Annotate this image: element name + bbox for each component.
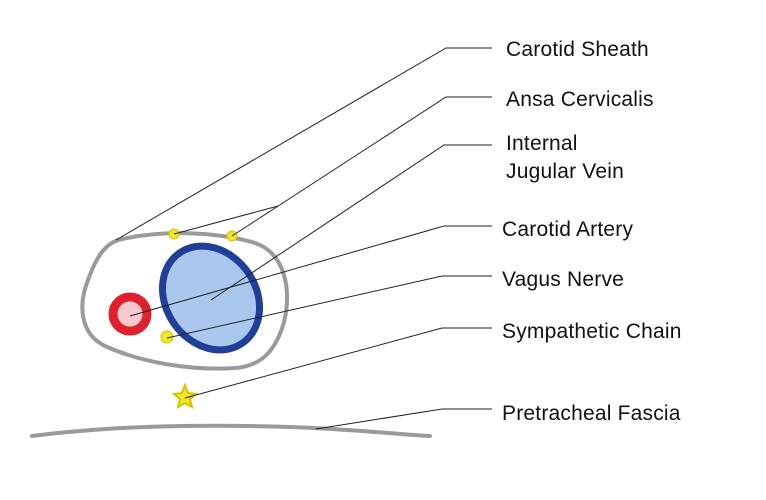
leader-carotid-sheath bbox=[115, 47, 492, 241]
label-internal-jugular-vein-line-1: Internal bbox=[506, 132, 578, 155]
leader-vagus-nerve bbox=[166, 275, 492, 339]
label-carotid-sheath: Carotid Sheath bbox=[506, 38, 649, 61]
carotid-artery-shape bbox=[108, 292, 152, 336]
label-ansa-cervicalis: Ansa Cervicalis bbox=[506, 88, 654, 111]
label-internal-jugular-vein: Internal Jugular Vein bbox=[506, 130, 624, 186]
label-pretracheal-fascia: Pretracheal Fascia bbox=[502, 402, 681, 425]
leader-carotid-artery bbox=[129, 225, 492, 317]
leader-internal-jugular-vein bbox=[210, 144, 492, 301]
pretracheal-fascia-line bbox=[30, 423, 432, 438]
leader-pretracheal-fascia bbox=[315, 408, 492, 430]
leader-sympathetic-chain bbox=[184, 327, 492, 399]
label-sympathetic-chain: Sympathetic Chain bbox=[502, 320, 682, 343]
leader-ansa-cervicalis-a bbox=[173, 205, 279, 235]
label-internal-jugular-vein-line-2: Jugular Vein bbox=[506, 160, 624, 183]
leader-ansa-cervicalis-b bbox=[231, 96, 492, 237]
label-carotid-artery: Carotid Artery bbox=[502, 218, 634, 241]
label-vagus-nerve: Vagus Nerve bbox=[502, 268, 625, 291]
leader-lines bbox=[115, 47, 492, 430]
carotid-sheath-outline bbox=[80, 231, 290, 371]
internal-jugular-vein-shape bbox=[158, 242, 264, 354]
sympathetic-chain-star bbox=[171, 382, 199, 410]
